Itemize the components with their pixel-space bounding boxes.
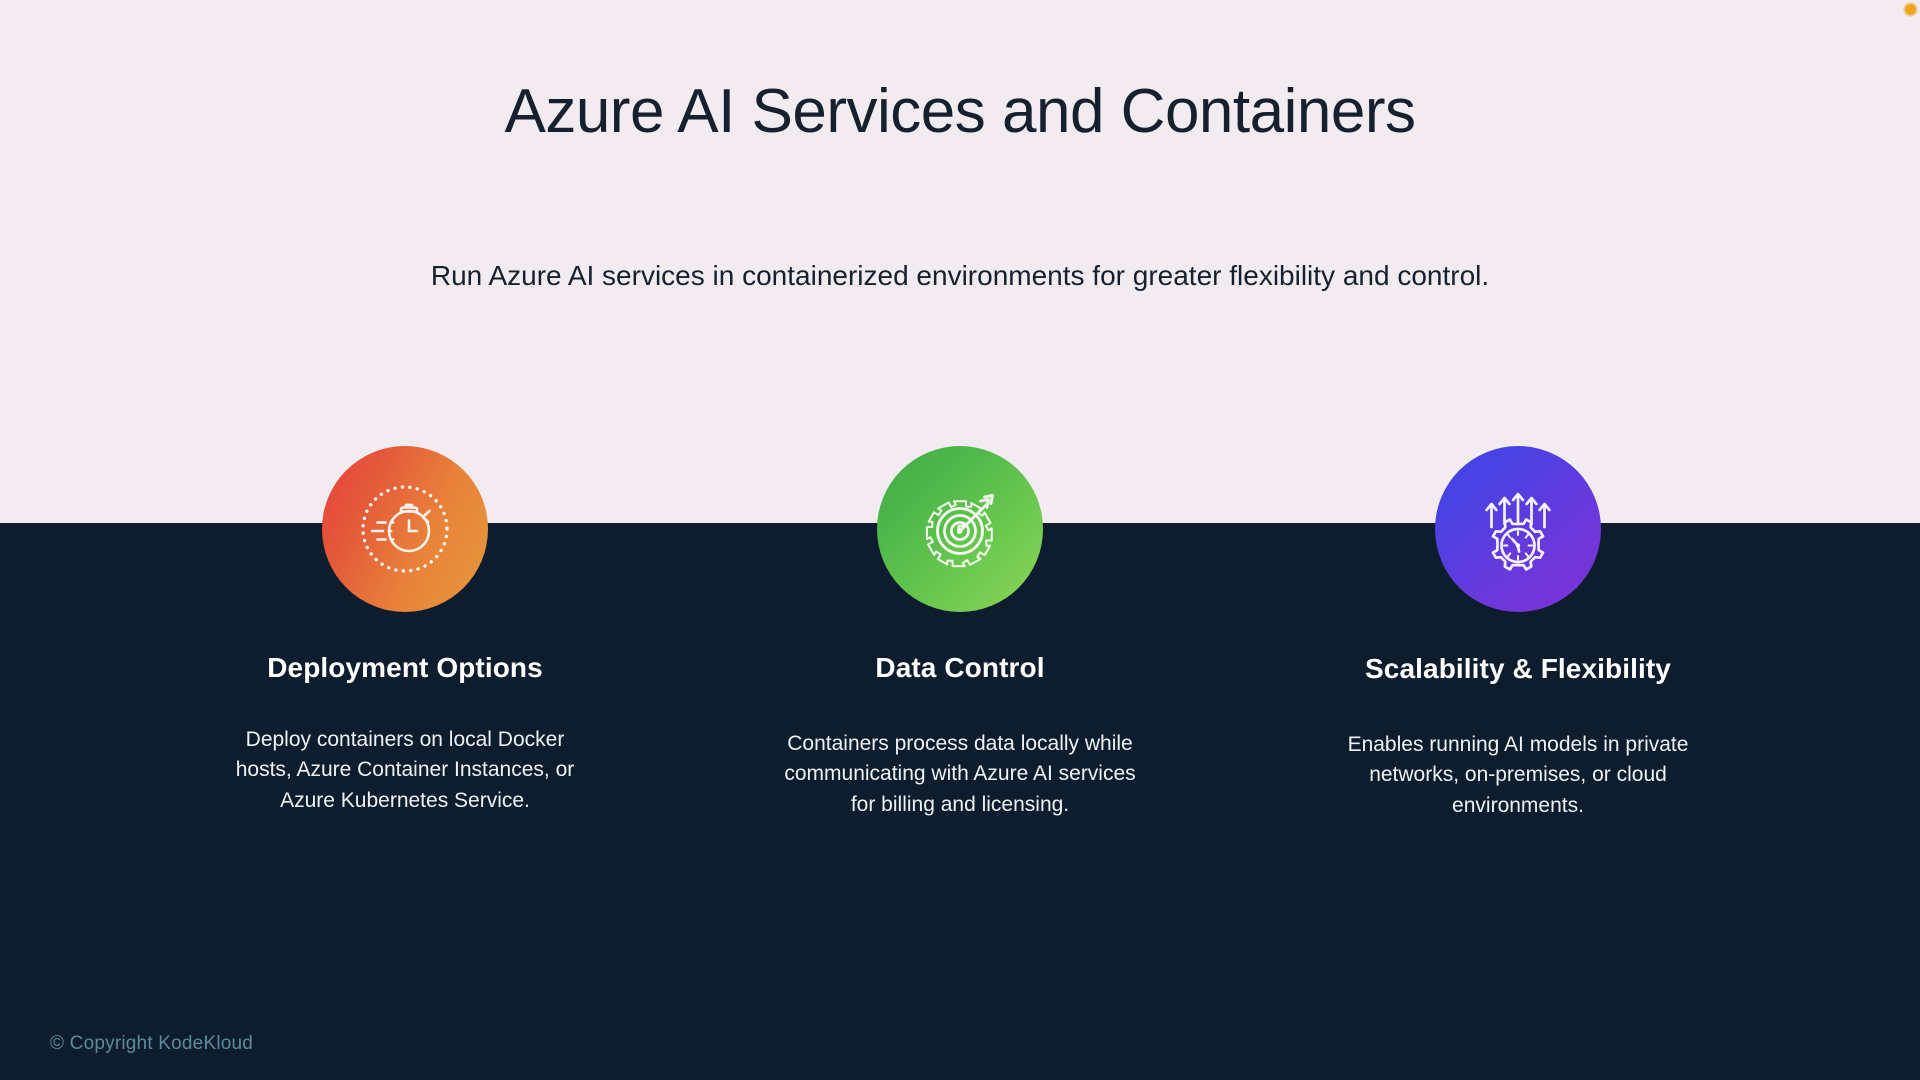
page-subtitle: Run Azure AI services in containerized e… <box>430 260 1490 291</box>
feature-card-title: Deployment Options <box>267 652 543 683</box>
feature-card-deployment-options: Deployment Options Deploy containers on … <box>195 446 615 816</box>
gear-gauge-growth-arrows-icon <box>1466 477 1570 581</box>
icon-badge-deployment-options <box>322 446 488 612</box>
stopwatch-speed-icon <box>353 477 457 581</box>
feature-card-body: Containers process data locally while co… <box>784 732 1136 816</box>
page-title: Azure AI Services and Containers <box>504 77 1416 146</box>
feature-card-data-control: Data Control Containers process data loc… <box>750 446 1170 820</box>
background-top-panel <box>0 0 1920 523</box>
background-bottom-panel <box>0 523 1920 1080</box>
icon-badge-scalability-flexibility <box>1435 446 1601 612</box>
corner-accent-dot-icon <box>1903 2 1918 17</box>
feature-card-body: Deploy containers on local Docker hosts,… <box>235 728 575 812</box>
gear-target-arrow-icon <box>908 477 1012 581</box>
feature-card-scalability-flexibility: Scalability & Flexibility Enables runnin… <box>1308 446 1728 821</box>
icon-badge-data-control <box>877 446 1043 612</box>
feature-card-title: Scalability & Flexibility <box>1365 653 1671 684</box>
feature-card-title: Data Control <box>875 652 1045 683</box>
feature-card-body: Enables running AI models in private net… <box>1347 733 1689 817</box>
footer-copyright: © Copyright KodeKloud <box>50 1033 254 1054</box>
